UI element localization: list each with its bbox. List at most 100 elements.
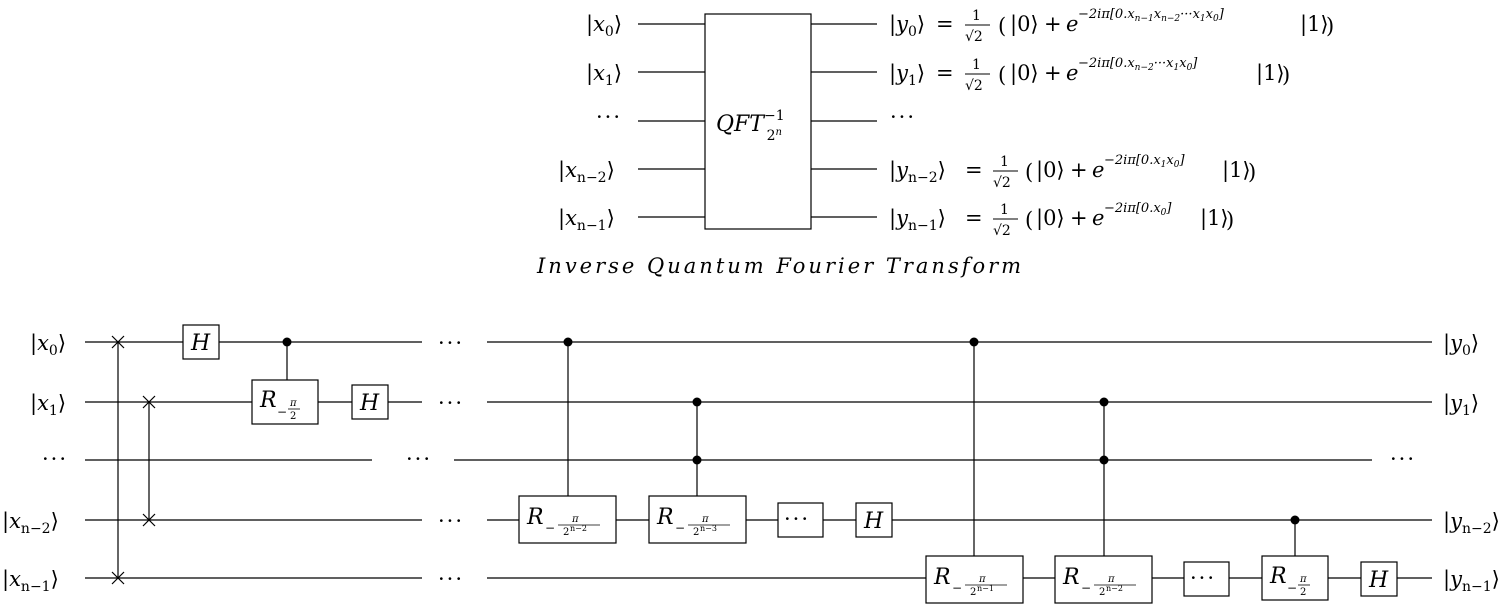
svg-text:H: H bbox=[863, 509, 884, 534]
svg-text:+: + bbox=[1044, 61, 1062, 85]
top-output-equation-0: |y0⟩ = 1 √2 ( |0⟩ + e −2iπ[0.xn−1xn−2···… bbox=[889, 7, 1334, 45]
control-dot bbox=[282, 337, 292, 347]
svg-text:R: R bbox=[1062, 565, 1080, 590]
svg-text:2: 2 bbox=[563, 527, 569, 538]
svg-text:|0⟩: |0⟩ bbox=[1036, 206, 1065, 231]
svg-text:(: ( bbox=[1025, 208, 1033, 232]
svg-text:2: 2 bbox=[970, 587, 976, 598]
svg-text:−2iπ[0.xn−1xn−2···x1x0]: −2iπ[0.xn−1xn−2···x1x0] bbox=[1078, 7, 1225, 24]
control-dot bbox=[1099, 455, 1109, 465]
svg-text:···: ··· bbox=[1190, 566, 1216, 590]
svg-text:−: − bbox=[675, 521, 685, 535]
svg-text:−: − bbox=[277, 405, 287, 419]
control-dot bbox=[563, 337, 573, 347]
svg-text:−: − bbox=[1287, 581, 1297, 595]
svg-text:R: R bbox=[1269, 564, 1287, 589]
svg-text:√2: √2 bbox=[965, 29, 983, 45]
svg-text:|1⟩: |1⟩ bbox=[1222, 158, 1251, 183]
svg-text:1: 1 bbox=[972, 8, 981, 24]
svg-text:√2: √2 bbox=[993, 223, 1011, 239]
top-output-equation-4: |yn−1⟩ = 1 √2 ( |0⟩ + e −2iπ[0.x0] |1⟩ ) bbox=[889, 201, 1234, 239]
top-output-ellipsis: ··· bbox=[890, 105, 916, 129]
circuit-diagram: ··· ··· ··· ··· ··· ··· bbox=[2, 324, 1500, 604]
rotation-gate-r-n3-wire3: R − π 2 n−3 bbox=[648, 495, 747, 544]
svg-text:): ) bbox=[1282, 63, 1290, 87]
circuit-output-label-0: |y0⟩ bbox=[1443, 331, 1479, 359]
svg-text:+: + bbox=[1044, 12, 1062, 36]
svg-text:|y1⟩: |y1⟩ bbox=[889, 61, 925, 89]
svg-text:H: H bbox=[1368, 568, 1389, 593]
svg-text:R: R bbox=[526, 505, 544, 530]
svg-text:−2iπ[0.x0]: −2iπ[0.x0] bbox=[1104, 201, 1172, 218]
svg-text:2: 2 bbox=[693, 527, 699, 538]
svg-text:π: π bbox=[701, 514, 709, 525]
svg-text:): ) bbox=[1326, 14, 1334, 38]
circuit-input-label-4: |xn−1⟩ bbox=[2, 567, 59, 595]
control-dot bbox=[1290, 515, 1300, 525]
top-input-ellipsis: ··· bbox=[596, 105, 622, 129]
wire-4-ellipsis: ··· bbox=[438, 567, 464, 591]
ellipsis-gate-wire4: ··· bbox=[1183, 561, 1230, 597]
svg-text:−: − bbox=[952, 581, 962, 595]
swap-gate-1-3 bbox=[142, 395, 156, 527]
circuit-output-label-4: |yn−1⟩ bbox=[1443, 567, 1500, 595]
hadamard-gate-3: H bbox=[855, 502, 893, 538]
control-dot bbox=[969, 337, 979, 347]
top-input-label-1: |x1⟩ bbox=[586, 61, 622, 89]
swap-gate-0-4 bbox=[111, 335, 125, 585]
svg-text:|y0⟩: |y0⟩ bbox=[889, 12, 925, 40]
svg-text:1: 1 bbox=[1000, 154, 1009, 170]
rotation-gate-r-n2-wire4: R − π 2 n−2 bbox=[1054, 555, 1153, 604]
svg-text:|0⟩: |0⟩ bbox=[1036, 158, 1065, 183]
svg-text:π: π bbox=[978, 574, 986, 585]
control-dot bbox=[692, 397, 702, 407]
wire-1-ellipsis: ··· bbox=[438, 391, 464, 415]
circuit-output-label-1: |y1⟩ bbox=[1443, 391, 1479, 419]
hadamard-gate-4: H bbox=[1360, 561, 1398, 597]
control-dot bbox=[692, 455, 702, 465]
svg-text:−2iπ[0.xn−2···x1x0]: −2iπ[0.xn−2···x1x0] bbox=[1078, 56, 1198, 73]
svg-text:n−3: n−3 bbox=[700, 524, 717, 533]
svg-text:π: π bbox=[289, 398, 297, 409]
rotation-gate-r-pi-2-wire1: R − π 2 bbox=[251, 379, 319, 425]
svg-text:|1⟩: |1⟩ bbox=[1256, 61, 1285, 86]
svg-text:|1⟩: |1⟩ bbox=[1200, 206, 1229, 231]
svg-text:|1⟩: |1⟩ bbox=[1300, 12, 1329, 37]
hadamard-gate-1: H bbox=[351, 384, 389, 420]
svg-text:2: 2 bbox=[290, 411, 296, 422]
svg-text:R: R bbox=[656, 505, 674, 530]
svg-text:−: − bbox=[1081, 581, 1091, 595]
svg-text:H: H bbox=[190, 331, 211, 356]
circuit-input-label-1: |x1⟩ bbox=[30, 391, 66, 419]
svg-text:): ) bbox=[1226, 208, 1234, 232]
qft-inverse-box bbox=[704, 13, 812, 230]
svg-text:π: π bbox=[1299, 574, 1307, 585]
svg-text:(: ( bbox=[998, 63, 1006, 87]
rotation-gate-r-n1-wire4: R − π 2 n−1 bbox=[925, 555, 1024, 604]
circuit-output-label-3: |yn−2⟩ bbox=[1443, 509, 1500, 537]
svg-text:|yn−1⟩: |yn−1⟩ bbox=[889, 206, 946, 234]
hadamard-gate-0: H bbox=[182, 324, 220, 360]
svg-text:π: π bbox=[1107, 574, 1115, 585]
diagram-caption: Inverse Quantum Fourier Transform bbox=[536, 254, 1024, 278]
svg-text:n−1: n−1 bbox=[977, 584, 994, 593]
svg-text:e: e bbox=[1092, 158, 1104, 182]
svg-text:=: = bbox=[936, 61, 954, 85]
control-dot bbox=[1099, 397, 1109, 407]
svg-text:e: e bbox=[1066, 12, 1078, 36]
svg-text:R: R bbox=[259, 388, 277, 413]
wire-0-ellipsis: ··· bbox=[438, 331, 464, 355]
svg-text:+: + bbox=[1070, 158, 1088, 182]
svg-text:2: 2 bbox=[1099, 587, 1105, 598]
svg-text:n−2: n−2 bbox=[570, 524, 587, 533]
svg-text:H: H bbox=[359, 391, 380, 416]
svg-text:(: ( bbox=[998, 14, 1006, 38]
top-input-label-0: |x0⟩ bbox=[586, 12, 622, 40]
svg-text:···: ··· bbox=[784, 507, 810, 531]
svg-text:=: = bbox=[936, 12, 954, 36]
svg-text:e: e bbox=[1066, 61, 1078, 85]
ellipsis-gate-wire3: ··· bbox=[777, 502, 824, 538]
svg-text:R: R bbox=[933, 565, 951, 590]
